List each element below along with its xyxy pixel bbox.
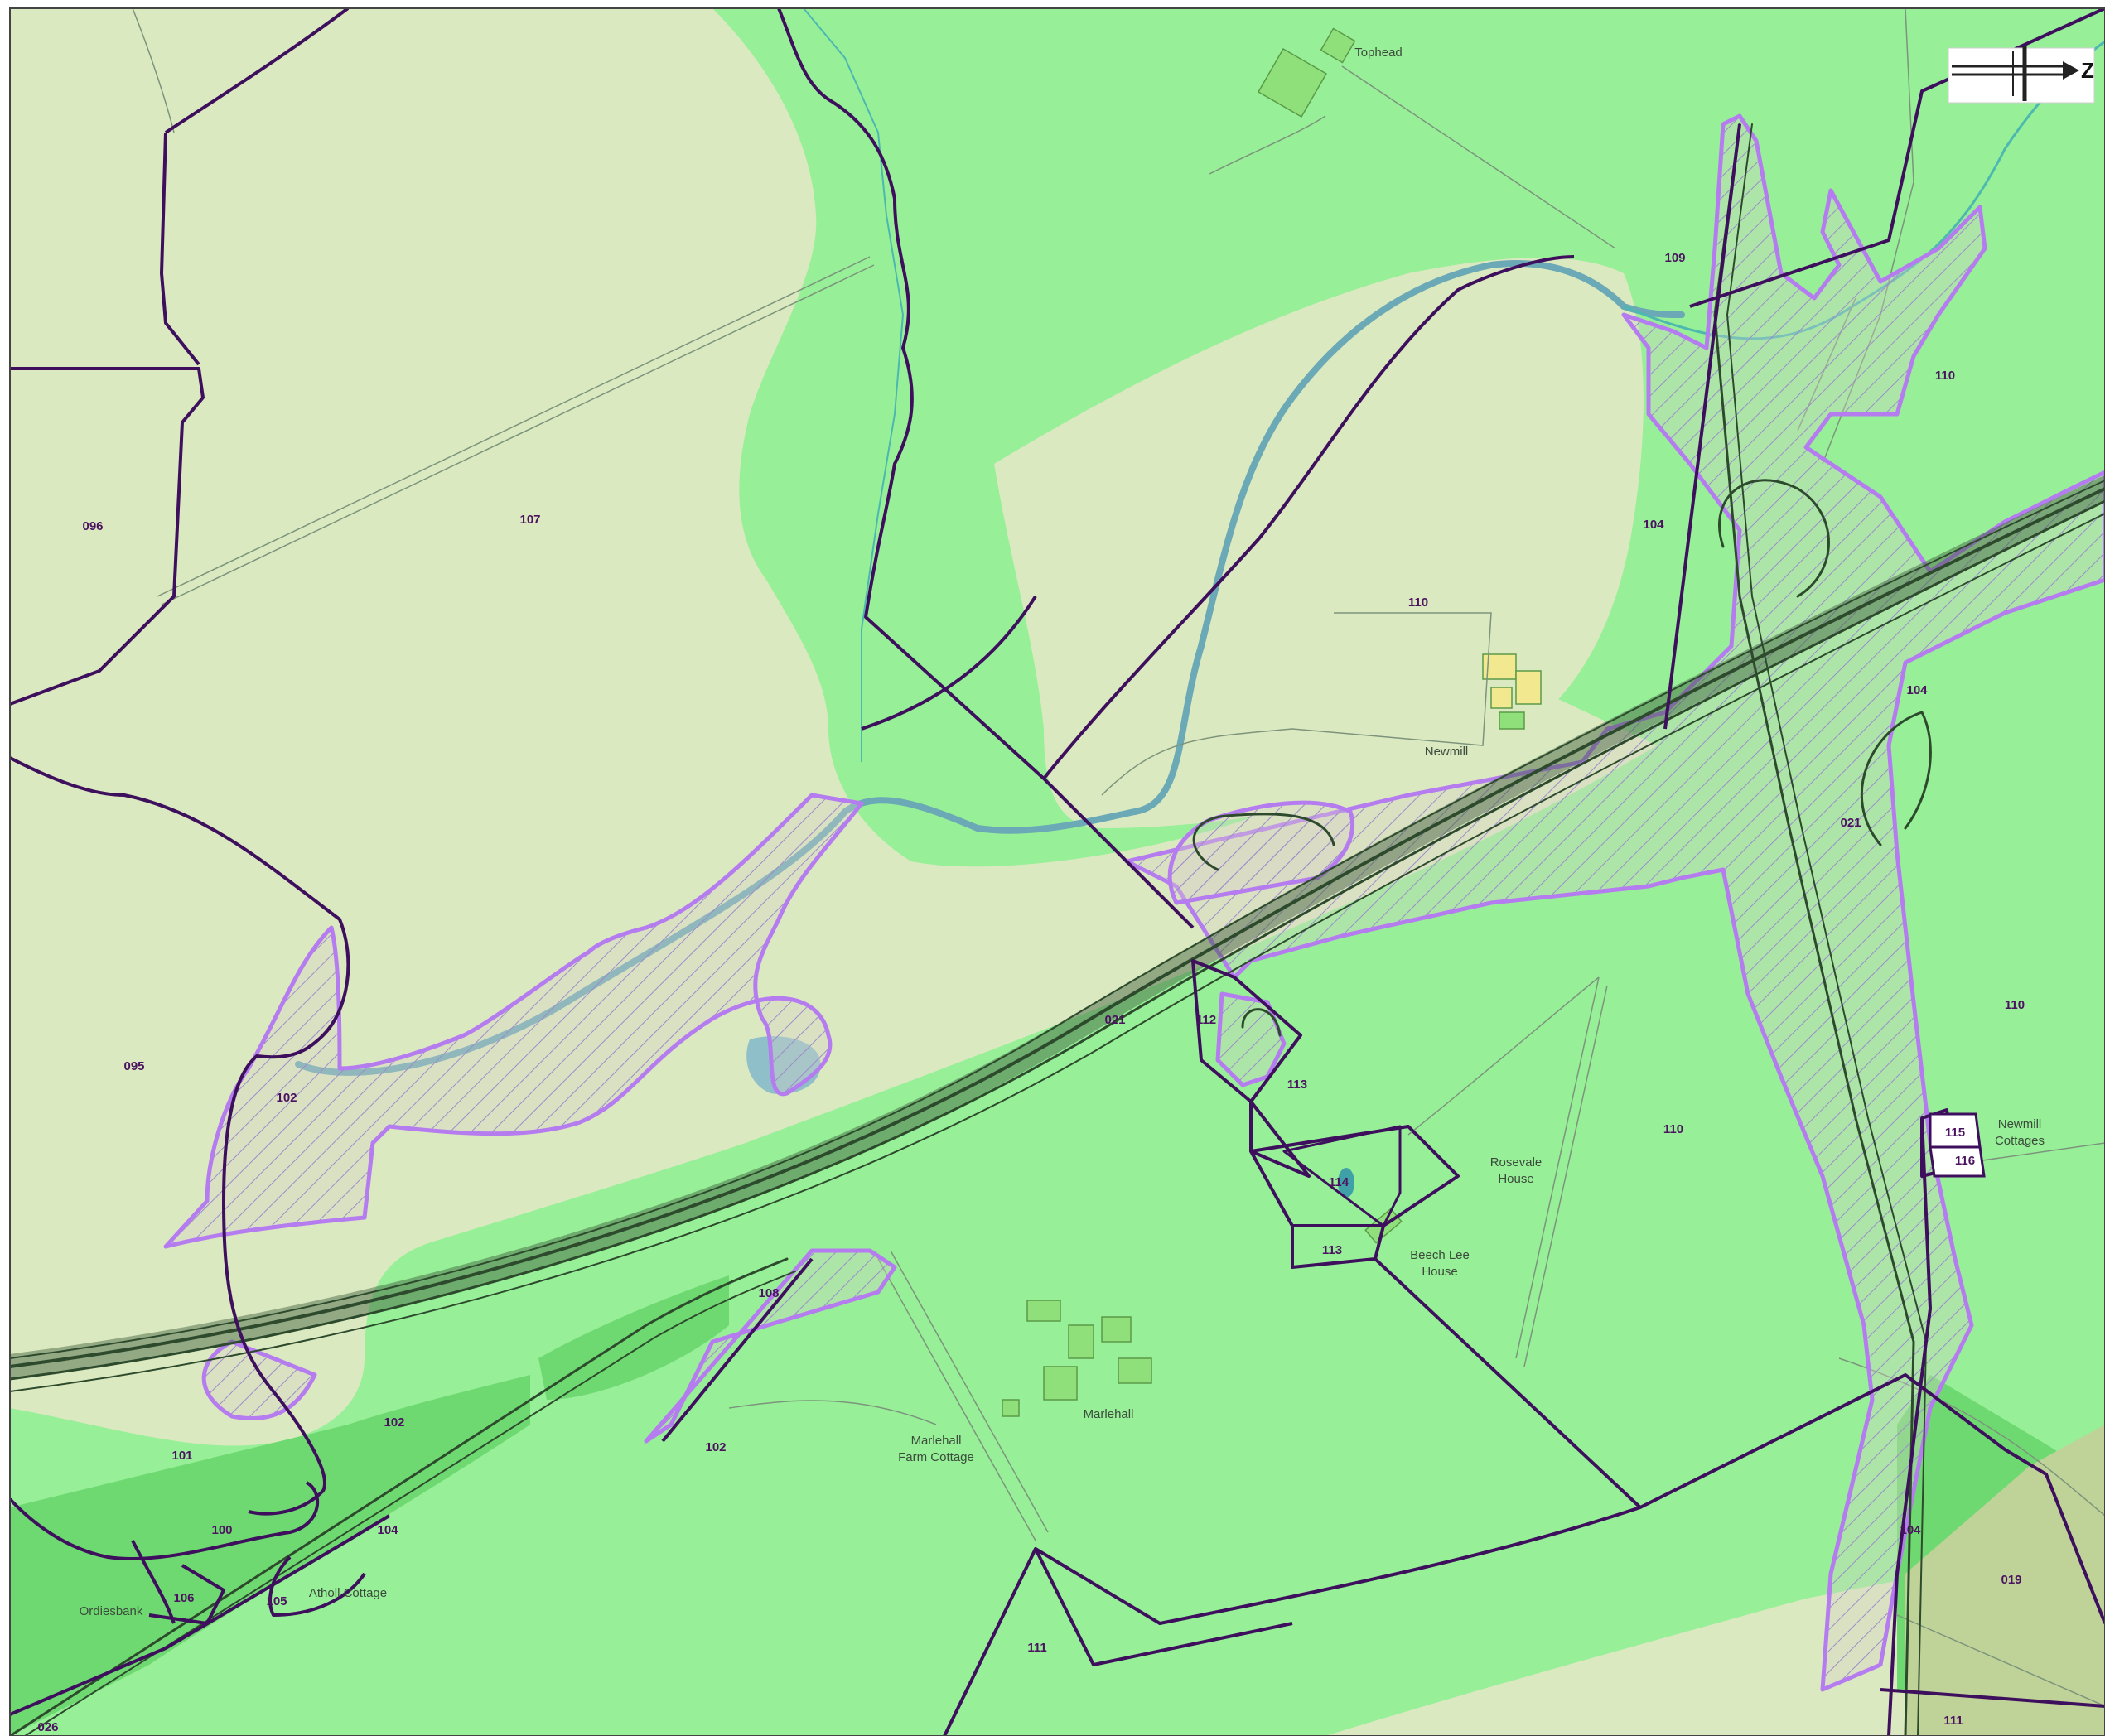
- parcel-label-109: 109: [1664, 251, 1685, 265]
- parcel-label-106: 106: [173, 1591, 194, 1605]
- parcel-label-101: 101: [171, 1449, 192, 1463]
- olive-field-southeast: [1905, 1425, 2105, 1736]
- grassland-newmill: [994, 258, 1644, 828]
- place-name-rosevale-line1: Rosevale: [1490, 1155, 1543, 1169]
- place-name-marlehall-farm-line2: Farm Cottage: [898, 1450, 974, 1464]
- parcel-label-113: 113: [1287, 1078, 1307, 1092]
- parcel-label-110: 110: [2005, 998, 2025, 1012]
- parcel-label-102: 102: [384, 1415, 404, 1430]
- parcel-label-114: 114: [1329, 1175, 1349, 1189]
- parcel-label-111: 111: [1027, 1641, 1046, 1655]
- parcel-label-104: 104: [1906, 683, 1928, 697]
- north-arrow-icon: Z: [1948, 46, 2095, 104]
- parcel-boundaries: [10, 8, 2105, 1736]
- parcel-label-026: 026: [37, 1720, 58, 1734]
- parcel-label-019: 019: [2001, 1573, 2021, 1587]
- map-frame: [9, 7, 2105, 1736]
- parcel-label-021: 021: [1104, 1013, 1125, 1027]
- place-name-atholl-cottage: Atholl Cottage: [309, 1586, 387, 1600]
- stream-north: [803, 8, 905, 762]
- parcel-label-110: 110: [1408, 596, 1428, 610]
- pond-114: [1338, 1168, 1354, 1198]
- place-name-newmill-cottages-line1: Newmill: [1998, 1117, 2042, 1131]
- parcel-label-107: 107: [519, 513, 540, 527]
- parcel-label-104: 104: [377, 1523, 398, 1537]
- parcel-label-096: 096: [82, 519, 103, 533]
- parcel-label-110: 110: [1663, 1122, 1683, 1136]
- parcel-115-116: [1929, 1112, 1986, 1178]
- place-name-newmill: Newmill: [1425, 745, 1469, 759]
- parcel-label-116: 116: [1955, 1154, 1975, 1168]
- parcel-label-102: 102: [705, 1440, 726, 1454]
- parcel-label-104: 104: [1643, 518, 1664, 532]
- survey-areas: [163, 113, 2105, 1692]
- place-name-newmill-cottages-line2: Cottages: [1995, 1134, 2045, 1148]
- parcel-label-105: 105: [266, 1594, 287, 1608]
- north-arrow-letter: Z: [2081, 58, 2094, 83]
- place-names: Tophead Newmill Rosevale House Beech Lee…: [80, 46, 2045, 1618]
- place-name-marlehall: Marlehall: [1084, 1407, 1134, 1421]
- buildings: [1002, 27, 1542, 1417]
- parcel-label-111: 111: [1943, 1714, 1963, 1728]
- place-name-beech-lee-line2: House: [1422, 1265, 1457, 1279]
- parcel-label-102: 102: [276, 1091, 297, 1105]
- dark-woodland-south: [10, 1375, 530, 1736]
- parcel-label-100: 100: [211, 1523, 232, 1537]
- parcel-label-112: 112: [1196, 1013, 1216, 1027]
- parcel-label-113: 113: [1322, 1243, 1342, 1257]
- place-name-rosevale-line2: House: [1498, 1172, 1533, 1186]
- parcel-label-115: 115: [1945, 1126, 1965, 1140]
- motorway: [10, 123, 2105, 1736]
- place-name-marlehall-farm-line1: Marlehall: [911, 1434, 962, 1448]
- place-name-tophead: Tophead: [1354, 46, 1403, 60]
- parcel-label-021: 021: [1840, 816, 1861, 830]
- parcel-label-095: 095: [123, 1059, 144, 1073]
- parcel-label-104: 104: [1900, 1523, 1921, 1537]
- place-name-ordiesbank: Ordiesbank: [80, 1604, 143, 1618]
- parcel-label-110: 110: [1935, 369, 1955, 383]
- parcel-label-108: 108: [758, 1286, 779, 1300]
- place-name-beech-lee-line1: Beech Lee: [1410, 1248, 1470, 1262]
- parcel-labels: 096 107 095 102 102 102 101 100 104 104 …: [37, 251, 2025, 1734]
